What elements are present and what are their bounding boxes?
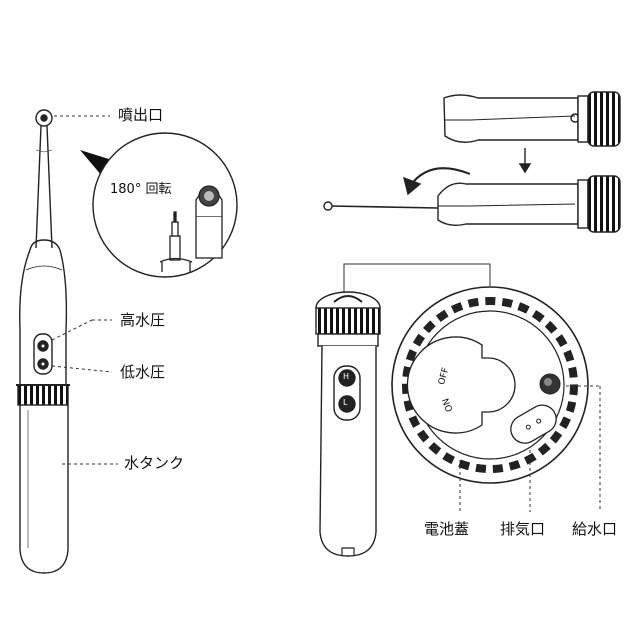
low-button-glyph: L <box>343 398 348 407</box>
leader-lines-right <box>459 385 601 512</box>
handle-bottom-view <box>315 291 381 557</box>
low-pressure-label: 低水圧 <box>120 363 166 381</box>
battery-cover-label: 電池蓋 <box>424 520 470 538</box>
water-tank-body <box>19 405 69 574</box>
high-button-glyph: H <box>343 372 350 381</box>
tank-upper-drawing <box>443 91 621 147</box>
nozzle-tube <box>35 125 53 249</box>
tank-ring <box>17 384 69 406</box>
down-arrow <box>518 148 532 174</box>
main-device <box>16 109 70 574</box>
connector-lines <box>343 263 491 302</box>
rotation-callout <box>80 132 238 278</box>
rotation-label: 180° 回転 <box>110 182 172 197</box>
vent-shape <box>510 404 557 444</box>
high-pressure-label: 高水圧 <box>120 311 166 329</box>
leader-lines-left <box>51 115 118 465</box>
tank-lower-drawing <box>323 167 621 233</box>
nozzle-label: 噴出口 <box>118 106 164 124</box>
water-inlet-label: 給水口 <box>572 520 618 538</box>
battery-cover-disc <box>406 336 516 434</box>
vent-label: 排気口 <box>500 520 546 538</box>
water-tank-label: 水タンク <box>124 454 185 472</box>
base-detail-circle <box>391 286 589 484</box>
